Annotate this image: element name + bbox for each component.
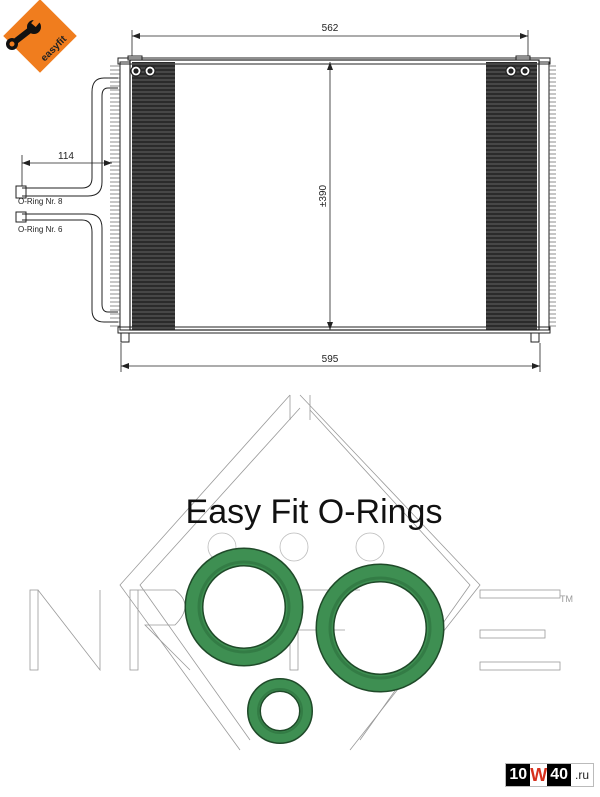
dimension-height: ±390 (318, 184, 329, 207)
dimension-pipe-offset: 114 (58, 151, 74, 162)
oring-label-upper: O-Ring Nr. 8 (18, 197, 63, 206)
oring-large-left (184, 547, 304, 667)
oring-small (247, 678, 313, 744)
refrigerant-pipes (15, 77, 118, 323)
title: Easy Fit O-Rings (186, 493, 443, 531)
watermark-part-3: 40 (547, 764, 571, 786)
trademark: TM (560, 594, 573, 604)
watermark-part-1: 10 (506, 764, 531, 786)
watermark-part-4: .ru (574, 768, 589, 782)
condenser-drawing (117, 55, 551, 343)
site-watermark-badge: 10 W 40 .ru (505, 763, 594, 787)
watermark-part-2: W (530, 765, 548, 785)
fin-block-right (486, 62, 537, 330)
tube-ticks (110, 65, 556, 327)
dimension-top-width: 562 (322, 23, 339, 34)
wrench-icon (6, 17, 41, 50)
oring-large-right (315, 563, 445, 693)
fin-block-left (132, 62, 175, 330)
dimension-lines (21, 30, 541, 372)
dimension-bottom-width: 595 (322, 354, 339, 365)
easyfit-logo: easyfit (3, 0, 77, 73)
o-rings (184, 547, 445, 744)
oring-label-lower: O-Ring Nr. 6 (18, 225, 63, 234)
mounting-holes (130, 65, 531, 77)
